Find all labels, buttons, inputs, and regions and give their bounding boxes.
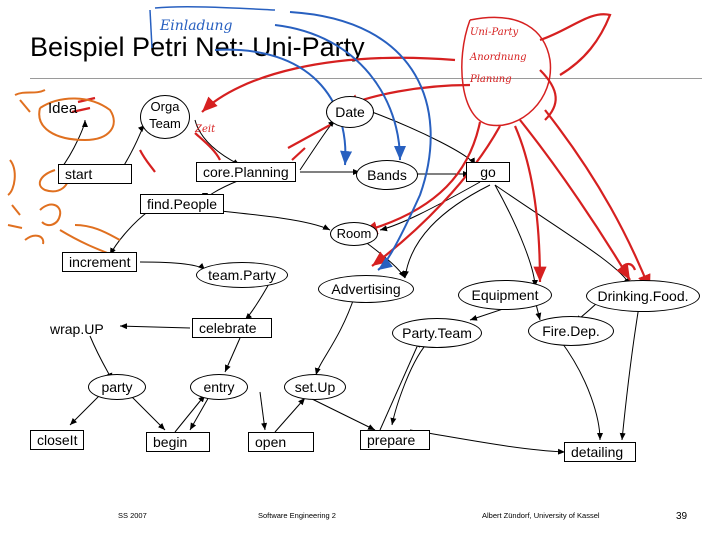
transition-start: start [58, 164, 132, 184]
handwriting-text: Einladung [159, 18, 233, 34]
place-bands: Bands [356, 160, 418, 190]
place-advertising: Advertising [318, 275, 414, 303]
blue-sketch [149, 9, 153, 49]
orange-scribble [24, 234, 45, 245]
blue-sketch [154, 5, 276, 11]
transition-find-people: find.People [140, 194, 225, 214]
arc [379, 181, 481, 232]
footer-left: SS 2007 [118, 511, 147, 520]
arc [409, 429, 566, 455]
footer-right: Albert Zündorf, University of Kassel [482, 511, 600, 520]
transition-increment: increment [62, 252, 138, 272]
orange-scribble [14, 89, 46, 113]
place-room: Room [330, 222, 378, 246]
place-orga-team: Orga Team [140, 95, 190, 139]
page-number: 39 [676, 511, 688, 522]
arc [402, 184, 491, 279]
arc [390, 339, 431, 426]
place-party-team: Party.Team [392, 318, 482, 348]
transition-detailing: detailing [564, 442, 636, 462]
arc [371, 111, 476, 166]
place-date: Date [326, 96, 374, 128]
arc [494, 184, 631, 286]
blue-arrow [274, 24, 406, 161]
handwriting-text: Planung [469, 74, 512, 85]
red-arrow [361, 121, 482, 235]
arc [209, 209, 331, 231]
orange-scribble [74, 224, 121, 241]
arc [129, 394, 166, 431]
arc [109, 209, 151, 256]
node-wrap-up: wrap.UP [50, 321, 104, 337]
red-arrow [513, 125, 547, 283]
orange-scribble [39, 203, 62, 227]
place-set-up: set.Up [284, 374, 346, 400]
arc [224, 337, 241, 373]
place-party: party [88, 374, 146, 400]
red-mark [139, 149, 156, 173]
arc [174, 394, 206, 433]
red-arrow [519, 119, 631, 281]
arc [274, 397, 306, 433]
slide-title: Beispiel Petri Net: Uni-Party [30, 32, 365, 62]
place-entry: entry [190, 374, 248, 400]
red-strike [291, 147, 306, 161]
handwriting: Einladung Uni-Party Anordnung Planung Ze… [159, 18, 527, 135]
place-equipment: Equipment [458, 280, 552, 310]
handwriting-text: Zeit [194, 124, 216, 135]
arc [189, 394, 211, 431]
red-sketch [461, 16, 552, 127]
arc [314, 294, 356, 376]
transition-close-it: closeIt [30, 430, 85, 450]
transition-core-planning: core.Planning [196, 162, 296, 182]
red-sketch [539, 13, 612, 76]
red-mark [619, 262, 637, 271]
footer-center: Software Engineering 2 [258, 511, 336, 520]
red-annotations [71, 13, 652, 461]
arc [379, 339, 421, 431]
place-drinking-food: Drinking.Food. [586, 280, 700, 312]
orange-scribble [7, 159, 23, 229]
red-arrow [371, 125, 501, 267]
handwriting-text: Uni-Party [470, 27, 518, 38]
red-arrow [201, 56, 456, 113]
arc [299, 119, 336, 171]
arc [69, 394, 101, 426]
transition-prepare: prepare [360, 430, 430, 450]
transition-begin: begin [146, 432, 210, 452]
arc [309, 397, 376, 431]
red-arrow [544, 109, 652, 291]
transition-open: open [248, 432, 314, 452]
blue-arrow [289, 11, 432, 271]
arc [139, 261, 206, 271]
red-mark [194, 132, 221, 161]
arc [59, 119, 88, 171]
transition-celebrate: celebrate [192, 318, 272, 338]
arc [119, 323, 191, 330]
blue-arrow [214, 48, 353, 166]
arc [559, 339, 603, 441]
arc [89, 335, 113, 381]
place-fire-dep: Fire.Dep. [528, 316, 614, 346]
red-strike [287, 124, 331, 149]
blue-annotations [149, 5, 432, 271]
arc [619, 299, 641, 441]
orange-scribble [38, 97, 115, 142]
title-rule [30, 78, 702, 79]
arc [494, 184, 538, 288]
transition-go: go [466, 162, 510, 182]
node-idea: Idea [48, 100, 78, 117]
handwriting-text: Anordnung [469, 52, 527, 63]
arc [259, 391, 268, 431]
place-team-party: team.Party [196, 262, 288, 288]
